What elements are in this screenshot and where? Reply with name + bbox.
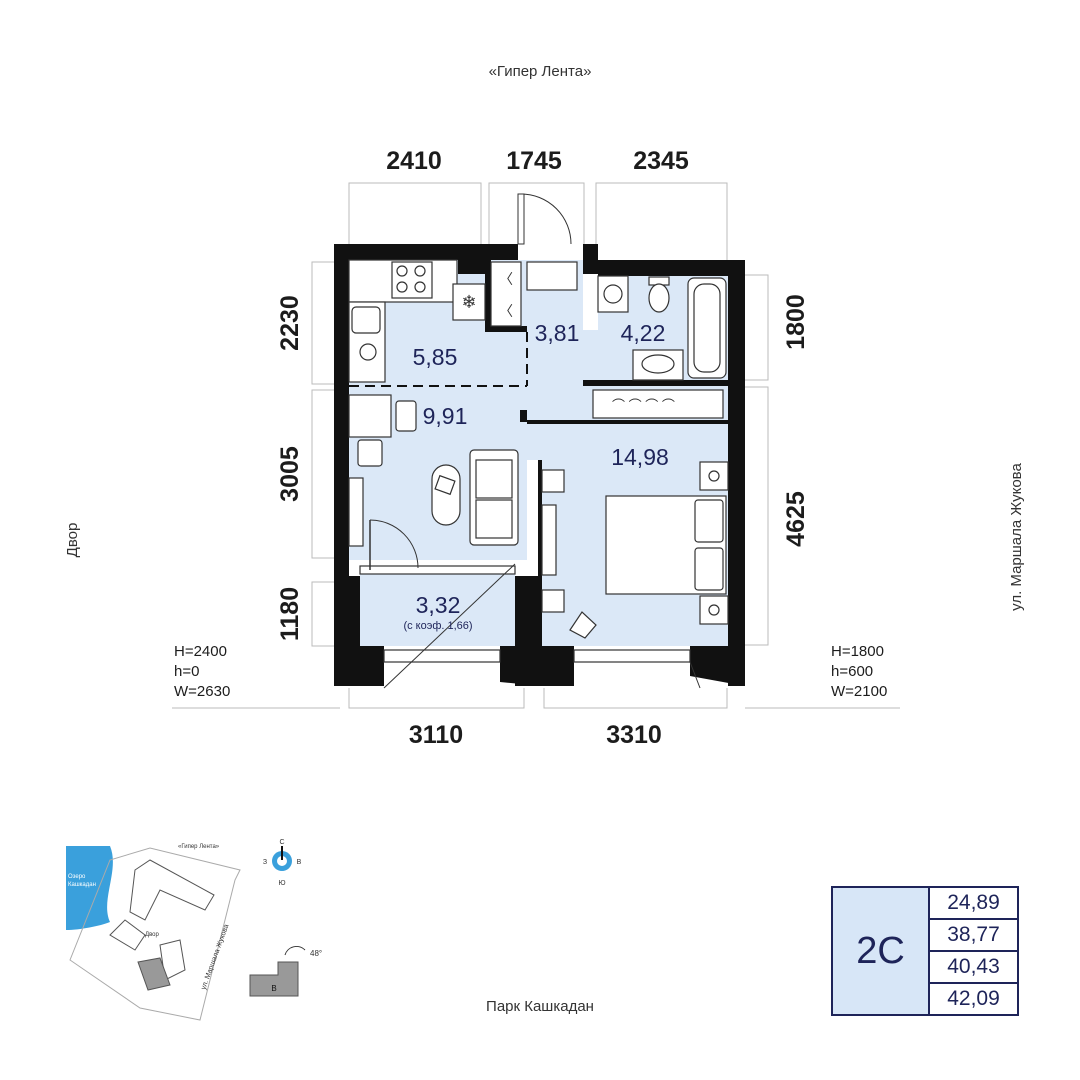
washer-icon (359, 343, 377, 361)
svg-text:⌒ ⌒ ⌒ ⌒: ⌒ ⌒ ⌒ ⌒ (612, 398, 675, 413)
kitchen-divider (349, 332, 528, 387)
svg-text:В: В (271, 984, 276, 993)
washing-machine-icon (603, 284, 623, 304)
fridge-icon (452, 283, 486, 321)
living-door[interactable] (369, 519, 419, 570)
coffee-table-icon (431, 464, 461, 526)
dim-right-1: 1800 (782, 294, 810, 350)
window-left-sill: h=0 (174, 663, 199, 680)
dim-bottom-1: 3110 (409, 721, 463, 749)
dim-top-3: 2345 (633, 147, 689, 175)
dim-left-1: 2230 (276, 295, 304, 351)
area-value-1: 24,89 (930, 888, 1017, 920)
hall-area: 3,81 (535, 320, 580, 346)
loggia-area: 3,32 (416, 592, 461, 618)
desk-icon (348, 394, 392, 438)
dimension-lines (172, 182, 900, 709)
top-landmark-label: «Гипер Лента» (489, 63, 592, 80)
kitchen-fixtures: ❄ (348, 259, 486, 383)
compass-south: Ю (278, 880, 285, 887)
kitchen-area: 5,85 (413, 344, 458, 370)
hall-fixtures: 〈 〈 (490, 261, 578, 327)
loggia-fill (360, 573, 515, 646)
plant-icon (569, 611, 597, 639)
right-street-label: ул. Маршала Жукова (1008, 463, 1025, 611)
sink-icon (351, 306, 381, 334)
bedroom-furniture: ⌒ ⌒ ⌒ ⌒ (541, 389, 729, 639)
area-value-2: 38,77 (930, 920, 1017, 952)
dim-left-3: 1180 (276, 587, 304, 641)
hanger-icon: 〈 (499, 271, 513, 287)
bottom-landmark-label: Парк Кашкадан (486, 998, 594, 1015)
area-value-4: 42,09 (947, 987, 1000, 1010)
dim-bottom-2: 3310 (606, 721, 662, 749)
armchair-icon (357, 439, 383, 467)
hanger-icon-2: 〈 (499, 303, 513, 319)
site-minimap: Озеро Кашкадан «Гипер Лента» Двор ул. Ма… (66, 839, 322, 1021)
loggia-door-line (383, 563, 516, 689)
bath-fixtures (597, 275, 727, 381)
lake-shape (66, 846, 113, 930)
svg-text:ул. Маршала Жукова: ул. Маршала Жукова (200, 923, 230, 990)
shoe-rack-icon (526, 261, 578, 291)
living-furniture (348, 394, 519, 547)
windows (359, 565, 691, 663)
apartment-type-code: 2С (833, 888, 930, 1014)
svg-text:Озеро: Озеро (68, 874, 86, 880)
window-left-h: H=2400 (174, 643, 227, 660)
left-landmark-label: Двор (64, 523, 81, 558)
compass-east: В (297, 859, 302, 866)
dim-top-1: 2410 (386, 147, 442, 175)
shelf-icon (348, 477, 364, 547)
snowflake-icon: ❄ (461, 292, 476, 312)
svg-text:Кашкадан: Кашкадан (68, 882, 96, 888)
toilet-icon (648, 283, 670, 313)
bath-connector-fill (583, 330, 598, 380)
dim-top-2: 1745 (506, 147, 562, 175)
walls (334, 244, 745, 686)
svg-text:«Гипер Лента»: «Гипер Лента» (178, 844, 220, 850)
tv-unit-icon (541, 469, 565, 493)
dim-left-2: 3005 (276, 446, 304, 502)
living-area: 9,91 (423, 403, 468, 429)
window-right-w: W=2100 (831, 683, 887, 700)
apartment-area-list: 24,89 38,77 40,43 42,09 (930, 888, 1017, 1014)
rotation-angle: 48° (310, 949, 322, 958)
bedroom-entry-fill (527, 420, 542, 460)
window-right-h: H=1800 (831, 643, 884, 660)
svg-text:Двор: Двор (145, 932, 160, 938)
entrance-door[interactable] (517, 193, 572, 245)
chair-icon (395, 400, 417, 432)
window-right-sill: h=600 (831, 663, 873, 680)
bedroom-area: 14,98 (611, 444, 669, 470)
window-left-w: W=2630 (174, 683, 230, 700)
wardrobe-icon (592, 389, 724, 419)
loggia-note: (с коэф. 1,66) (403, 620, 472, 632)
compass-west: З (263, 859, 267, 866)
compass-north: С (279, 839, 284, 846)
dim-right-2: 4625 (782, 491, 810, 547)
apartment-type-box: 2С 24,89 38,77 40,43 42,09 (831, 886, 1019, 1016)
bath-area: 4,22 (621, 320, 666, 346)
area-value-3: 40,43 (930, 952, 1017, 984)
